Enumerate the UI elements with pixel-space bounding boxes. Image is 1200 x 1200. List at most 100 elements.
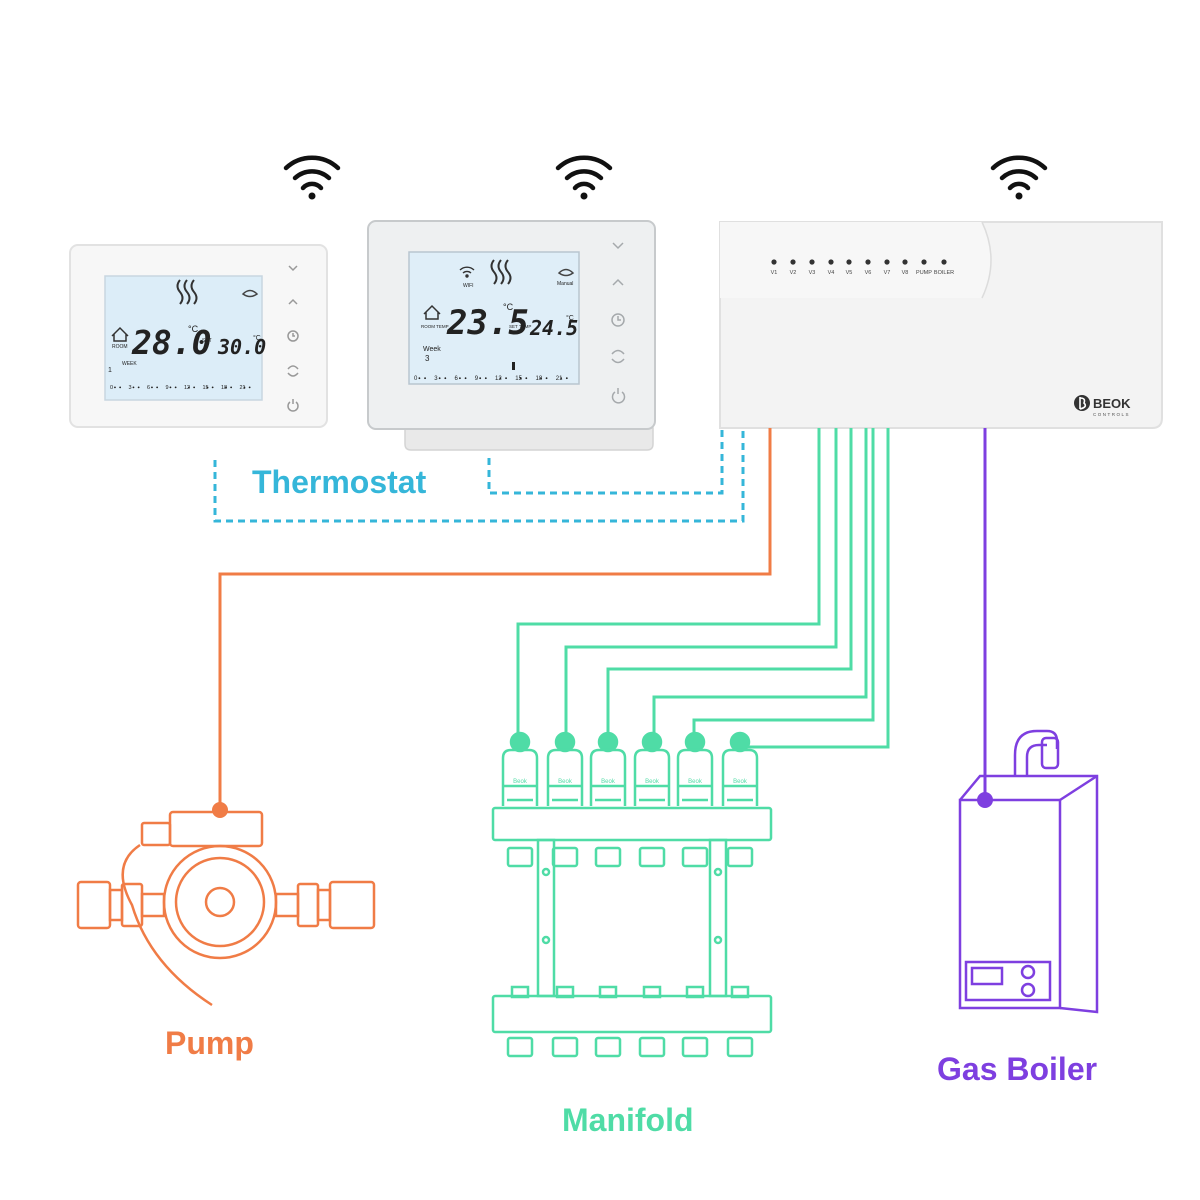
wifi-icon <box>555 155 613 200</box>
channel-led <box>941 259 947 265</box>
pump-icon <box>76 810 376 1007</box>
power-icon[interactable] <box>611 388 626 404</box>
timeline-hour: 21 <box>556 376 563 382</box>
eye-icon <box>241 289 259 298</box>
timeline-dot <box>505 377 507 380</box>
pump-terminal <box>212 802 228 818</box>
timeline-dot <box>206 386 209 389</box>
channel-label: V6 <box>865 270 872 276</box>
power-icon[interactable] <box>287 399 299 412</box>
thermostat-label: Thermostat <box>252 464 427 500</box>
set-unit: °C <box>253 334 261 342</box>
brand-logo-icon <box>1074 395 1090 411</box>
timeline-dot <box>243 386 246 389</box>
clock-icon[interactable] <box>611 313 625 327</box>
timeline-dot <box>499 377 502 380</box>
manifold-label: Manifold <box>562 1102 694 1138</box>
week-label: Week <box>423 346 441 353</box>
timeline-dot <box>484 377 487 380</box>
timeline-dot <box>188 386 190 389</box>
timeline-hour: 18 <box>536 376 543 382</box>
brand-name: BEOK <box>1093 396 1131 411</box>
room-temperature: 28.0 <box>131 323 211 362</box>
channel-led <box>790 259 796 265</box>
arrow-down-icon[interactable] <box>612 242 624 250</box>
gas-boiler-icon <box>958 729 1099 1014</box>
pump-label: Pump <box>165 1025 254 1061</box>
manifold-port <box>638 846 666 1058</box>
timeline-dot <box>151 386 153 389</box>
timeline-hour: 3 <box>434 376 438 382</box>
timeline-dot <box>479 377 482 380</box>
house-icon <box>423 304 441 320</box>
arrow-up-icon[interactable] <box>288 298 298 305</box>
timeline-dot <box>137 386 140 389</box>
timeline-hour: 6 <box>455 376 459 382</box>
actuator-label: Beok <box>558 779 573 785</box>
mode-icon[interactable] <box>287 365 299 377</box>
room-temperature: 23.5 <box>446 303 529 343</box>
timeline-hour: 3 <box>129 385 132 391</box>
timeline-dot <box>525 377 528 380</box>
manifold-port <box>594 846 622 1058</box>
timeline-hour: 15 <box>515 376 522 382</box>
set-temperature: 30.0 <box>217 335 266 359</box>
timeline-dot <box>519 377 522 380</box>
timeline-hour: 15 <box>203 385 209 391</box>
arrow-up-icon[interactable] <box>612 278 624 286</box>
timeline-dot <box>438 377 441 380</box>
actuator-label: Beok <box>513 779 528 785</box>
thermostat-desk: WIFI Manual ROOM TEMP 23.5 °C SET TEMP 2… <box>367 220 656 451</box>
clock-icon[interactable] <box>287 330 299 342</box>
timeline-dot <box>174 386 177 389</box>
channel-led <box>902 259 908 265</box>
wifi-label: WIFI <box>463 283 474 289</box>
set-label: SET TEMP <box>509 324 531 329</box>
channel-label: BOILER <box>934 270 954 276</box>
channel-label: PUMP <box>916 270 932 276</box>
timeline-dot <box>545 377 548 380</box>
timeline-dot <box>248 386 251 389</box>
wifi-icon <box>459 266 475 278</box>
manual-label: Manual <box>557 281 573 287</box>
wifi-icon <box>990 155 1048 200</box>
actuator-label: Beok <box>645 779 660 785</box>
timeline-dot <box>464 377 467 380</box>
channel-led <box>921 259 927 265</box>
manifold-ports <box>506 846 754 1058</box>
set-temperature: 24.5 <box>529 316 578 340</box>
timeline-hour: 18 <box>221 385 227 391</box>
room-unit: °C <box>188 324 199 334</box>
timeline-dot <box>114 386 116 389</box>
timeline-hour: 21 <box>240 385 246 391</box>
mode-icon[interactable] <box>611 349 625 364</box>
channel-led <box>809 259 815 265</box>
timeline-dot <box>225 386 227 389</box>
lcd-screen <box>104 275 263 401</box>
timeline-dot <box>560 377 563 380</box>
actuator-label: Beok <box>733 779 748 785</box>
timeline-dot <box>211 386 214 389</box>
timeline-dot <box>156 386 159 389</box>
actuator-icon: Beok <box>589 731 627 806</box>
timeline-dot <box>119 386 122 389</box>
channel-label: V5 <box>846 270 853 276</box>
set-unit: °C <box>566 314 574 322</box>
timeline-dot <box>230 386 233 389</box>
channel-led <box>865 259 871 265</box>
room-unit: °C <box>503 302 514 312</box>
arrow-down-icon[interactable] <box>288 265 298 272</box>
touch-buttons <box>611 242 626 404</box>
timeline-hour: 0 <box>414 376 418 382</box>
manifold-port <box>726 846 754 1058</box>
actuator-icon: Beok <box>501 731 539 806</box>
set-label: SET <box>202 338 212 344</box>
channel-led <box>771 259 777 265</box>
